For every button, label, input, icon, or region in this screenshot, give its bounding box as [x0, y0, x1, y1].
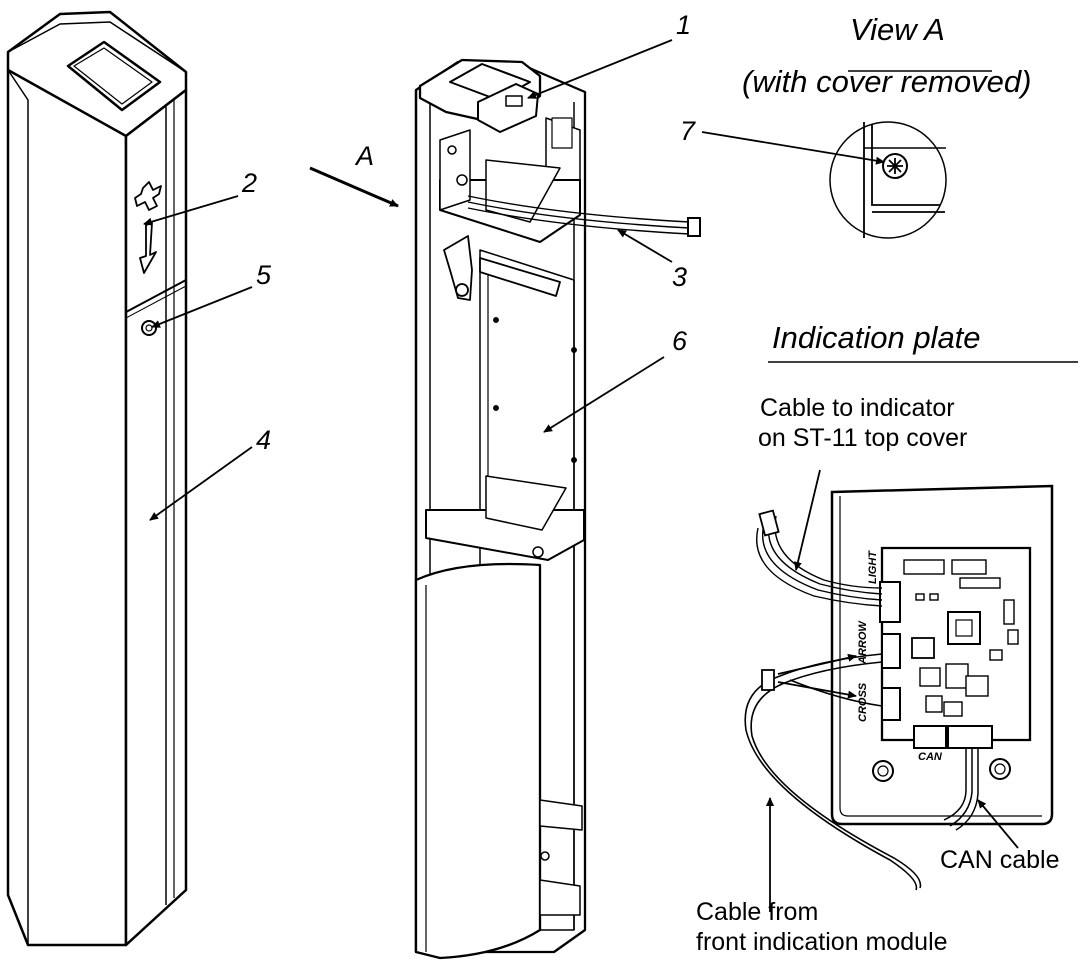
ribbon-cable: [467, 195, 701, 237]
cable-front-line2: front indication module: [696, 928, 948, 956]
cross-indicator: [134, 181, 162, 211]
callout-2: 2: [242, 168, 258, 198]
callout-5: 5: [256, 260, 272, 290]
rack-open: [414, 58, 587, 960]
cable-top-line2: on ST-11 top cover: [758, 424, 968, 452]
cable-front-line1: Cable from: [696, 898, 819, 926]
top-indicator-module: [477, 83, 539, 133]
callout-6: 6: [672, 326, 688, 356]
indication-plate-title: Indication plate: [772, 320, 981, 355]
leader-lines-plate: [766, 469, 1019, 912]
pcb-label-can: CAN: [918, 751, 942, 763]
view-a-detail: [829, 121, 947, 239]
pcb-label-cross: CROSS: [857, 682, 869, 722]
arrow-indicator: [139, 222, 157, 274]
callout-7: 7: [680, 116, 696, 146]
view-a-letter: A: [356, 141, 375, 171]
indication-plate: [830, 484, 1054, 826]
view-a-title: View A: [850, 12, 945, 47]
view-a-arrow: [309, 166, 399, 208]
leader-lines-middle: [527, 39, 673, 433]
view-a-subtitle: (with cover removed): [742, 64, 1032, 99]
leader-lines-left: [143, 195, 253, 521]
can-cable-label: CAN cable: [940, 846, 1060, 874]
pcb-label-arrow: ARROW: [857, 621, 869, 664]
callout-1: 1: [676, 10, 692, 40]
leader-7: [701, 131, 885, 165]
callout-3: 3: [672, 262, 688, 292]
callout-4: 4: [256, 425, 272, 455]
pcb-label-light: LIGHT: [867, 551, 879, 584]
plate-cables: [744, 509, 979, 891]
cable-top-line1: Cable to indicator: [760, 394, 955, 422]
rack-assembled: [6, 10, 188, 947]
